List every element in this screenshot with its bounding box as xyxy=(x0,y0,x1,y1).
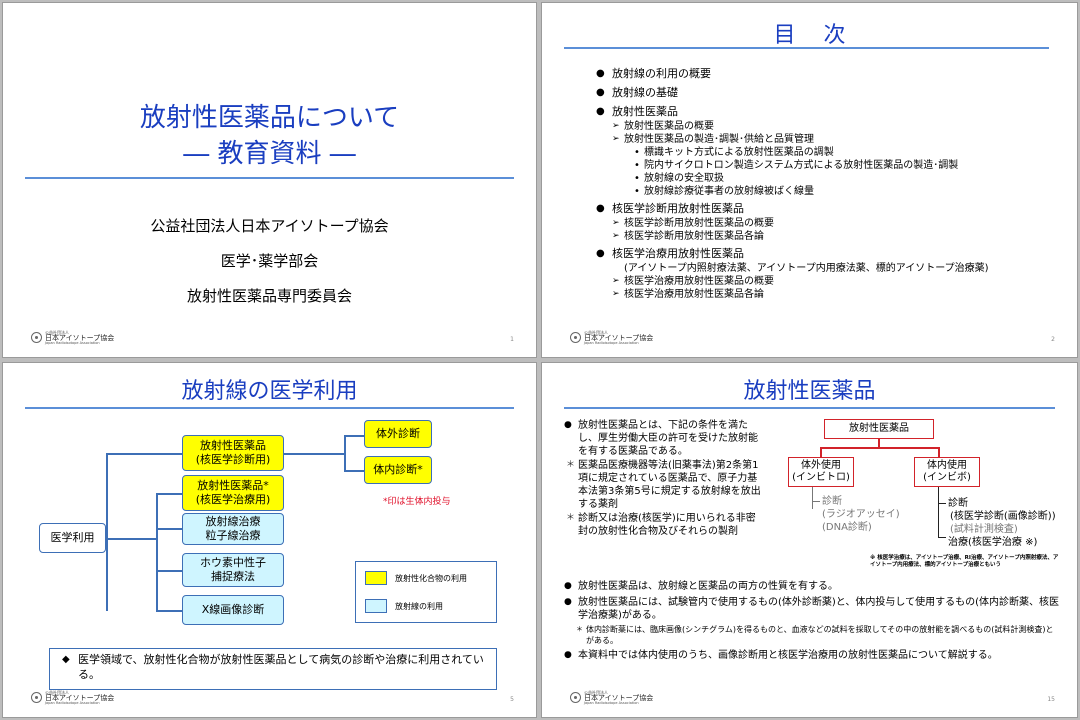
toc-item: 放射線診療従事者の放射線被ばく線量 xyxy=(596,185,989,198)
types-note: 体内診断薬には、臨床画像(シンチグラム)を得るものと、血液などの試料を採取してそ… xyxy=(564,624,1060,646)
slide-heading: 放射線の医学利用 xyxy=(181,379,358,404)
in-vivo-uses: 診断 (核医学診断(画像診断)) (試料計測検査) 治療(核医学治療 ※) xyxy=(948,498,1056,548)
in-vitro-box: 体外使用(インビトロ) xyxy=(788,457,854,487)
title-line-2: ― 教育資料 ― xyxy=(183,139,356,169)
title-line-1: 放射性医薬品について xyxy=(139,103,400,133)
root-medical-use: 医学利用 xyxy=(39,523,106,553)
legend-yellow-swatch xyxy=(365,571,387,585)
connector xyxy=(344,435,346,471)
toc-item: 核医学治療用放射性医薬品各論 xyxy=(596,288,989,301)
diagram-connector xyxy=(938,487,939,537)
connector xyxy=(156,528,182,530)
diagram-connector xyxy=(938,447,940,457)
toc-item: 標識キット方式による放射性医薬品の調製 xyxy=(596,146,989,159)
slide-title[interactable]: 放射性医薬品について ― 教育資料 ― 公益社団法人日本アイソトープ協会 医学･… xyxy=(2,2,537,358)
org-name: 公益社団法人日本アイソトープ協会 xyxy=(150,217,389,235)
connector xyxy=(156,610,182,612)
jra-logo: 公益社団法人 日本アイソトープ協会 Japan Radioisotope Ass… xyxy=(570,690,653,706)
jra-logo: 公益社団法人 日本アイソトープ協会 Japan Radioisotope Ass… xyxy=(570,330,653,346)
page-number: 2 xyxy=(1051,336,1055,343)
title-rule xyxy=(25,177,514,179)
legend-yellow-label: 放射性化合物の利用 xyxy=(395,574,467,583)
radiotherapy-box: 放射線治療粒子線治療 xyxy=(182,513,284,545)
connector xyxy=(284,453,344,455)
in-vivo-box: 体内使用(インビボ) xyxy=(914,457,980,487)
connector xyxy=(106,538,156,540)
toc-item: 核医学診断用放射性医薬品各論 xyxy=(596,230,989,243)
toc-item: 核医学診断用放射性医薬品の概要 xyxy=(596,217,989,230)
page-number: 1 xyxy=(510,336,514,343)
toc-title: 目次 xyxy=(773,23,874,48)
diagram-connector xyxy=(938,503,946,504)
connector xyxy=(156,493,158,611)
therapy-footnote: ※ 核医学治療は、アイソトープ治療、RI治療、アイソトープ内照射療法、アイソトー… xyxy=(870,555,1059,568)
toc-item: 放射線の基礎 xyxy=(596,85,989,101)
in-vitro-box: 体外診断 xyxy=(364,420,432,448)
jra-logo-icon xyxy=(570,692,581,704)
toc-item: 放射性医薬品の製造･調製･供給と品質管理 xyxy=(596,133,989,146)
org-committee: 放射性医薬品専門委員会 xyxy=(186,287,352,305)
property-text: 放射性医薬品は、放射線と医薬品の両方の性質を有する。 xyxy=(564,580,1060,593)
diagram-connector xyxy=(812,487,813,509)
slide-contents[interactable]: 目次 放射線の利用の概要放射線の基礎放射性医薬品放射性医薬品の概要放射性医薬品の… xyxy=(541,2,1078,358)
toc-item: 放射線の安全取扱 xyxy=(596,172,989,185)
jra-logo: 公益社団法人 日本アイソトープ協会 Japan Radioisotope Ass… xyxy=(31,690,114,706)
connector xyxy=(106,453,182,455)
org-division: 医学･薬学部会 xyxy=(220,252,319,270)
condition-2: 診断又は治療(核医学)に用いられる非密封の放射性化合物及びそれらの製剤 xyxy=(564,512,764,538)
toc-item: 核医学治療用放射性医薬品 xyxy=(596,246,989,262)
toc-item: 核医学治療用放射性医薬品の概要 xyxy=(596,275,989,288)
connector xyxy=(344,435,364,437)
xray-diagnosis-box: X線画像診断 xyxy=(182,595,284,625)
scope-text: 本資料中では体内使用のうち、画像診断用と核医学治療用の放射性医薬品について解説す… xyxy=(564,649,1060,662)
legend-cyan-swatch xyxy=(365,599,387,613)
jra-logo: 公益社団法人 日本アイソトープ協会 Japan Radioisotope Ass… xyxy=(31,330,114,346)
slide-radiopharmaceuticals[interactable]: 放射性医薬品 放射性医薬品とは、下記の条件を満たし、厚生労働大臣の許可を受けた放… xyxy=(541,362,1078,718)
therapeutic-radiopharma-box: 放射性医薬品*(核医学治療用) xyxy=(182,475,284,511)
title-rule xyxy=(564,47,1049,49)
toc-item: 院内サイクロトロン製造システム方式による放射性医薬品の製造･調製 xyxy=(596,159,989,172)
connector xyxy=(156,570,182,572)
toc-list: 放射線の利用の概要放射線の基礎放射性医薬品放射性医薬品の概要放射性医薬品の製造･… xyxy=(596,63,989,301)
diagram-connector xyxy=(820,447,938,449)
connector xyxy=(156,493,182,495)
toc-item: 放射性医薬品の概要 xyxy=(596,120,989,133)
body-bullets: 放射性医薬品は、放射線と医薬品の両方の性質を有する。 放射性医薬品には、試験管内… xyxy=(564,580,1060,662)
diagram-connector xyxy=(938,537,946,538)
page-number: 5 xyxy=(510,696,514,703)
connector xyxy=(106,453,108,611)
jra-logo-icon xyxy=(570,332,581,344)
page-number: 15 xyxy=(1047,696,1055,703)
diagram-connector xyxy=(812,501,820,502)
definition-text: 放射性医薬品とは、下記の条件を満たし、厚生労働大臣の許可を受けた放射能を有する医… xyxy=(564,419,764,458)
jra-logo-icon xyxy=(31,692,42,704)
connector xyxy=(344,470,364,472)
diagram-root: 放射性医薬品 xyxy=(824,419,934,439)
jra-logo-icon xyxy=(31,332,42,344)
slide-heading: 放射性医薬品 xyxy=(743,379,876,404)
toc-item: 核医学診断用放射性医薬品 xyxy=(596,201,989,217)
types-text: 放射性医薬品には、試験管内で使用するもの(体外診断薬)と、体内投与して使用するも… xyxy=(564,596,1060,622)
toc-item: (アイソトープ内照射療法薬、アイソトープ内用療法薬、標的アイソトープ治療薬) xyxy=(624,263,989,274)
legend xyxy=(355,561,497,623)
toc-item: 放射性医薬品 xyxy=(596,104,989,120)
diagram-connector xyxy=(820,447,822,457)
in-vivo-box: 体内診断* xyxy=(364,456,432,484)
in-vivo-footnote: *印は生体内投与 xyxy=(383,497,451,507)
diagnostic-radiopharma-box: 放射性医薬品(核医学診断用) xyxy=(182,435,284,471)
in-vitro-uses: 診断 (ラジオアッセイ) (DNA診断) xyxy=(822,496,900,533)
summary-note: 医学領域で、放射性化合物が放射性医薬品として病気の診断や治療に利用されている。 xyxy=(49,648,497,690)
slide-medical-use[interactable]: 放射線の医学利用 医学利用 放射性医薬品(核医学診断用) 放射性医薬品*(核医学… xyxy=(2,362,537,718)
bnct-box: ホウ素中性子捕捉療法 xyxy=(182,553,284,587)
title-rule xyxy=(25,407,514,409)
diagram-connector xyxy=(878,439,880,447)
toc-item: 放射線の利用の概要 xyxy=(596,66,989,82)
title-rule xyxy=(564,407,1055,409)
definition-block: 放射性医薬品とは、下記の条件を満たし、厚生労働大臣の許可を受けた放射能を有する医… xyxy=(564,419,764,538)
legend-cyan-label: 放射線の利用 xyxy=(395,602,443,611)
condition-1: 医薬品医療機器等法(旧薬事法)第2条第1項に規定されている医薬品で、原子力基本法… xyxy=(564,459,764,511)
